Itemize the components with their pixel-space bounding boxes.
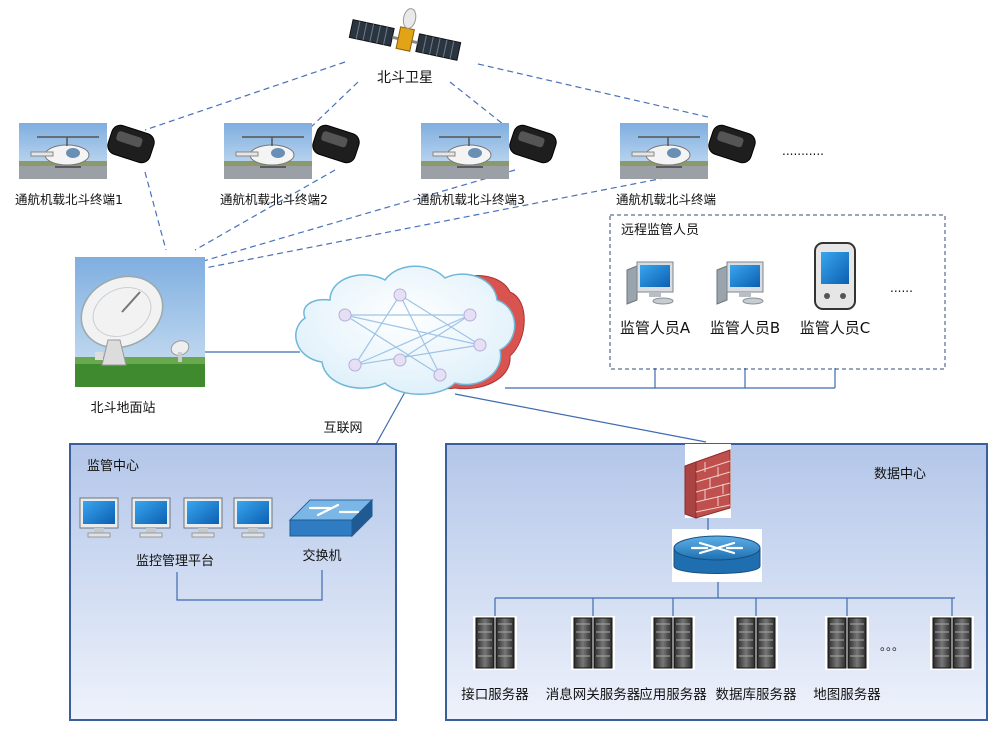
- desktop-pc-icon: [716, 261, 764, 305]
- beidou-terminal-device: [708, 124, 756, 164]
- router-icon: [672, 529, 762, 582]
- server-bus: [495, 582, 955, 599]
- cloud-network-icon: [295, 265, 525, 395]
- monitor-icon: [131, 497, 171, 538]
- helicopter-terminal-icon: [620, 123, 708, 179]
- beidou-terminal-device: [509, 124, 557, 164]
- mobile-phone-icon: [814, 242, 856, 310]
- monitor-icon: [233, 497, 273, 538]
- remote-title: 远程监管人员: [621, 223, 699, 238]
- monitor-center: 监管中心 监控管理平台 交换机: [69, 443, 397, 721]
- data-center-title: 数据中心: [874, 467, 926, 482]
- satellite-links: [144, 61, 713, 269]
- remote-person-label: 监管人员A: [620, 319, 691, 337]
- terminal-label: 通航机载北斗终端2: [220, 192, 328, 207]
- server-label: 数据库服务器: [716, 687, 797, 703]
- monitor-icon: [183, 497, 223, 538]
- terminals-more: ...........: [782, 144, 824, 158]
- server-4: 数据库服务器: [716, 598, 797, 703]
- satellite-label: 北斗卫星: [377, 70, 433, 86]
- server-2: 消息网关服务器: [546, 598, 641, 703]
- platform-switch-link: [176, 570, 323, 601]
- terminal-1: 通航机载北斗终端1: [15, 123, 155, 207]
- server-icon: [571, 616, 615, 670]
- satellite-icon: [348, 8, 462, 61]
- server-label: 消息网关服务器: [546, 686, 641, 703]
- ground-station: 北斗地面站: [75, 257, 205, 416]
- server-6: [930, 598, 974, 670]
- monitor-icon: [79, 497, 119, 538]
- server-icon: [930, 616, 974, 670]
- servers-more: 。。。: [880, 639, 904, 653]
- server-icon: [734, 616, 778, 670]
- helicopter-terminal-icon: [19, 123, 107, 179]
- terminal-4: 通航机载北斗终端: [616, 123, 756, 207]
- server-icon: [825, 616, 869, 670]
- terminal-label: 通航机载北斗终端1: [15, 192, 123, 207]
- remote-person-label: 监管人员B: [710, 319, 780, 337]
- server-icon: [473, 616, 517, 670]
- server-label: 接口服务器: [461, 686, 529, 703]
- remote-person-label: 监管人员C: [800, 319, 870, 337]
- terminal-3: 通航机载北斗终端3: [417, 123, 557, 207]
- firewall-icon: [684, 444, 731, 519]
- server-label: 地图服务器: [813, 687, 881, 703]
- server-3: 应用服务器: [639, 598, 707, 703]
- platform-label: 监控管理平台: [136, 554, 214, 569]
- switch-label: 交换机: [302, 548, 341, 564]
- dish-antenna-icon: [75, 257, 205, 387]
- beidou-terminal-device: [312, 124, 360, 164]
- remote-more: ......: [890, 281, 913, 295]
- internet: 互联网: [295, 265, 525, 436]
- server-1: 接口服务器: [461, 598, 529, 703]
- remote-supervisors: 远程监管人员 监管人员A 监管人员B 监管人员C ......: [609, 214, 946, 370]
- server-5: 地图服务器: [813, 598, 881, 703]
- switch-icon: [288, 498, 374, 538]
- helicopter-terminal-icon: [224, 123, 312, 179]
- terminal-label: 通航机载北斗终端: [616, 192, 716, 207]
- ground-station-label: 北斗地面站: [90, 401, 155, 416]
- satellite: 北斗卫星: [348, 8, 462, 86]
- remote-person-b: 监管人员B: [710, 261, 780, 337]
- terminal-row: 通航机载北斗终端1 通航机载北斗终端2 通航机载北斗终端3 通航机载北斗终端: [15, 123, 756, 207]
- server-label: 应用服务器: [639, 686, 707, 703]
- terminal-2: 通航机载北斗终端2: [220, 123, 360, 207]
- server-icon: [651, 616, 695, 670]
- monitor-center-title: 监管中心: [87, 459, 139, 474]
- internet-label: 互联网: [323, 421, 362, 436]
- desktop-pc-icon: [626, 261, 674, 305]
- beidou-terminal-device: [107, 124, 155, 164]
- remote-person-c: 监管人员C: [800, 242, 870, 337]
- remote-person-a: 监管人员A: [620, 261, 691, 337]
- data-center: 数据中心: [445, 443, 988, 721]
- terminal-label: 通航机载北斗终端3: [417, 192, 525, 207]
- helicopter-terminal-icon: [421, 123, 509, 179]
